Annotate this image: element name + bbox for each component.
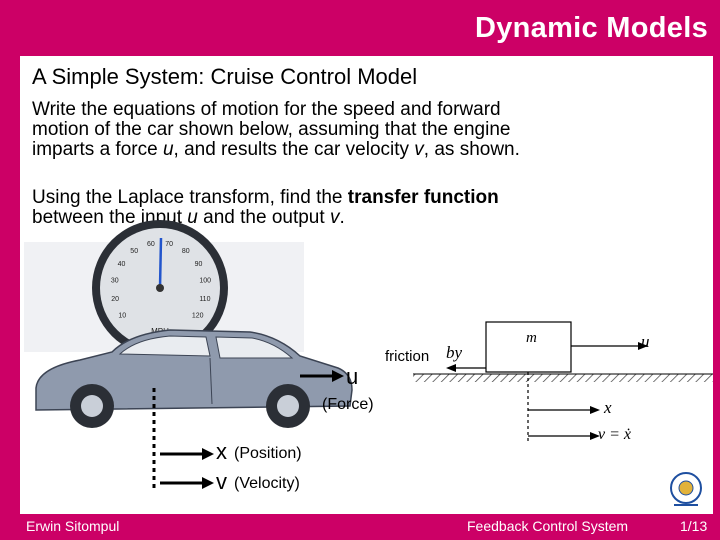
paragraph-equations: Write the equations of motion for the sp…: [32, 100, 692, 160]
mass-label: m: [526, 330, 537, 346]
speedometer-tick-label: 90: [195, 261, 203, 268]
p2-line1a: Using the Laplace transform, find the: [32, 187, 348, 208]
paragraph-transfer-function: Using the Laplace transform, find the tr…: [32, 188, 692, 228]
footer-author: Erwin Sitompul: [26, 518, 120, 534]
speedometer-ticks: 10 20 30 40 50 60 70 80 90 100 110 120: [111, 241, 211, 320]
diagram-x-label: x: [604, 398, 612, 417]
p2-bold-term: transfer function: [347, 187, 499, 208]
force-label: (Force): [322, 396, 374, 413]
p1-line2: motion of the car shown below, assuming …: [32, 119, 511, 140]
content-panel: A Simple System: Cruise Control Model Wr…: [20, 56, 713, 514]
p1-line3c: , as shown.: [423, 139, 520, 160]
diagram-v-eq-label: v = ẋ: [598, 426, 631, 443]
friction-by-label: by: [446, 343, 463, 362]
p1-var-u: u: [162, 139, 174, 160]
position-desc: (Position): [234, 445, 302, 462]
velocity-v-label: v: [216, 469, 227, 494]
speedometer-needle: [158, 237, 163, 289]
speedometer-tick-label: 110: [199, 296, 210, 303]
speedometer-tick-label: 50: [130, 248, 138, 255]
p2-line2b: and the output: [197, 207, 330, 228]
speedometer-tick-label: 30: [111, 278, 119, 285]
velocity-desc: (Velocity): [234, 475, 300, 492]
p1-line1: Write the equations of motion for the sp…: [32, 99, 501, 120]
force-u-label: u: [346, 364, 359, 389]
p2-var-u: u: [187, 207, 198, 228]
p2-var-v: v: [329, 207, 340, 228]
mass-block: [485, 321, 572, 373]
diagram-u-label: u: [641, 332, 650, 351]
footer-page-number: 1/13: [680, 518, 708, 534]
p1-line3b: , and results the car velocity: [173, 139, 415, 160]
speedometer-tick-label: 80: [182, 248, 190, 255]
speedometer-tick-label: 120: [192, 312, 204, 319]
mass-diagram: [413, 321, 713, 442]
car: [35, 329, 353, 428]
speedometer-tick-label: 20: [111, 296, 119, 303]
slide-subtitle: A Simple System: Cruise Control Model: [32, 64, 418, 89]
slide-title: Dynamic Models: [474, 12, 708, 44]
footer-course: Feedback Control System: [467, 518, 629, 534]
speedometer-tick-label: 70: [165, 241, 173, 248]
speedometer-tick-label: 10: [118, 312, 126, 319]
speedometer-tick-label: 100: [199, 278, 211, 285]
position-x-label: x: [216, 439, 227, 464]
speedometer-tick-label: 40: [118, 261, 126, 268]
p1-line3a: imparts a force: [32, 139, 163, 160]
university-logo: [660, 467, 712, 513]
speedometer-tick-label: 60: [147, 241, 155, 248]
p2-line2c: .: [339, 207, 345, 228]
p1-var-v: v: [414, 139, 424, 160]
friction-label: friction: [385, 348, 430, 365]
